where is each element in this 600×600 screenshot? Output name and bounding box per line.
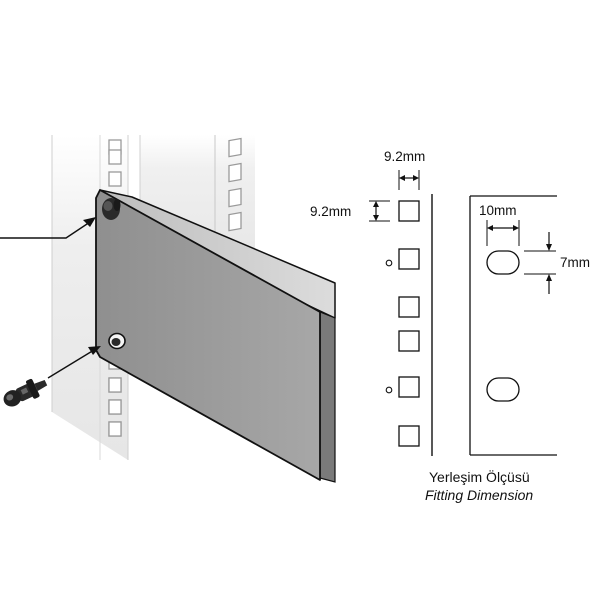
square-height-dimension bbox=[369, 200, 390, 222]
square-width-dimension bbox=[398, 170, 420, 190]
panel-front-face bbox=[95, 189, 321, 481]
fitting-dimension-diagram: 9.2mm 9.2mm 10mm bbox=[310, 149, 590, 503]
caption-english: Fitting Dimension bbox=[425, 487, 533, 503]
screw-top-icon bbox=[102, 198, 121, 220]
mounting-hole-bottom bbox=[108, 332, 126, 350]
slot-height-dimension bbox=[524, 232, 556, 294]
slot-height-label: 7mm bbox=[560, 255, 590, 270]
square-hole bbox=[398, 376, 420, 398]
loose-screw-icon bbox=[3, 378, 48, 407]
square-hole bbox=[398, 296, 420, 318]
slot-hole bbox=[486, 250, 520, 275]
square-height-label: 9.2mm bbox=[310, 204, 351, 219]
square-hole bbox=[398, 330, 420, 352]
panel-side-face bbox=[319, 311, 336, 483]
square-width-label: 9.2mm bbox=[384, 149, 425, 164]
square-hole bbox=[398, 200, 420, 222]
marker-dot bbox=[385, 386, 393, 394]
caption-turkish: Yerleşim Ölçüsü bbox=[429, 468, 530, 485]
square-hole bbox=[398, 425, 420, 447]
marker-dot bbox=[385, 259, 393, 267]
rail-holes bbox=[108, 377, 122, 437]
square-hole-rail bbox=[385, 194, 433, 456]
slot-hole bbox=[486, 377, 520, 402]
arrow-bottom bbox=[47, 346, 101, 379]
slot-width-label: 10mm bbox=[479, 203, 517, 218]
rack-illustration bbox=[0, 135, 336, 483]
slot-width-dimension bbox=[486, 220, 520, 246]
arrow-top bbox=[0, 217, 96, 239]
slot-hole-rail bbox=[469, 195, 557, 456]
square-hole bbox=[398, 248, 420, 270]
